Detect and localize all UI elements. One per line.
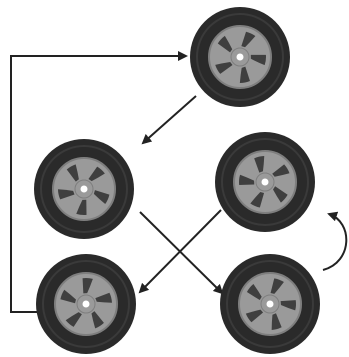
tire-rear-right-sidewall bbox=[226, 260, 314, 348]
tire-spare-sidewall bbox=[196, 13, 284, 101]
tire-front-left bbox=[34, 139, 134, 239]
tire-front-right-spoke-1 bbox=[273, 186, 288, 203]
tire-rear-right-spoke-5 bbox=[280, 300, 296, 311]
tire-spare-spoke-3 bbox=[215, 61, 233, 74]
tire-rear-left-spoke-3 bbox=[60, 289, 76, 304]
tire-front-left-sidewall bbox=[40, 145, 128, 233]
tire-rear-right-spoke-2 bbox=[245, 309, 264, 323]
tire-front-left-hub bbox=[80, 185, 88, 193]
tire-front-right bbox=[215, 132, 315, 232]
tire-front-left-spoke-5 bbox=[88, 166, 105, 182]
tire-front-right-spoke-4 bbox=[254, 156, 265, 173]
tire-rear-left-hub bbox=[82, 300, 90, 308]
tire-rear-left-spoke-4 bbox=[82, 278, 93, 294]
tire-rear-left-spoke-2 bbox=[65, 312, 82, 327]
tire-spare-spoke-5 bbox=[241, 31, 256, 48]
tire-spare-spoke-2 bbox=[239, 66, 250, 83]
arrow-spare-to-front-left bbox=[141, 95, 197, 145]
tire-spare-spoke-4 bbox=[217, 35, 233, 53]
tire-rear-left-sidewall bbox=[42, 260, 130, 348]
arrow-front-right-to-rear-left bbox=[138, 209, 222, 294]
tire-front-left-spoke-1 bbox=[93, 190, 110, 205]
rotation-arrows bbox=[10, 51, 348, 313]
tire-spare bbox=[190, 7, 290, 107]
tire-spare-spoke-1 bbox=[250, 54, 266, 66]
tire-front-left-spoke-3 bbox=[58, 189, 75, 200]
tire-rear-right-spoke-3 bbox=[246, 283, 262, 301]
tires bbox=[34, 7, 320, 354]
tire-spare-hub bbox=[236, 53, 244, 61]
tire-front-left-spoke-4 bbox=[66, 164, 79, 182]
tire-rear-left bbox=[36, 254, 136, 354]
tire-front-right-hub bbox=[261, 178, 269, 186]
arrow-rear-right-to-front-right bbox=[322, 211, 348, 271]
tire-front-left-spoke-2 bbox=[76, 199, 87, 215]
tire-front-right-spoke-5 bbox=[272, 164, 290, 177]
tire-rear-right-spoke-1 bbox=[271, 313, 282, 330]
arrow-rear-left-to-spare bbox=[10, 51, 188, 313]
tire-rear-left-spoke-5 bbox=[95, 292, 112, 303]
tire-rear-left-spoke-1 bbox=[91, 311, 104, 329]
tire-front-right-sidewall bbox=[221, 138, 309, 226]
tire-front-right-spoke-3 bbox=[239, 174, 255, 185]
tire-front-right-spoke-2 bbox=[250, 191, 265, 208]
tire-rear-right-spoke-4 bbox=[270, 278, 284, 294]
tire-rear-right-hub bbox=[266, 300, 274, 308]
tire-rear-right bbox=[220, 254, 320, 354]
arrow-front-left-to-rear-right bbox=[139, 211, 224, 295]
